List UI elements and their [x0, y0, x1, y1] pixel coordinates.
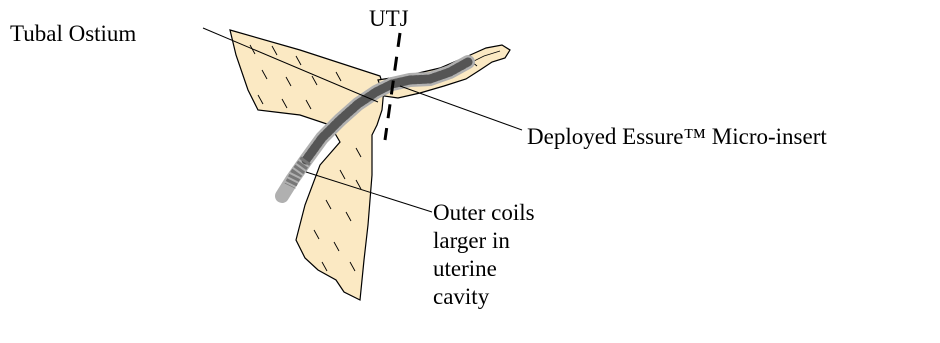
outer-coils-line-3: uterine	[433, 255, 535, 283]
tubal-ostium-label: Tubal Ostium	[10, 20, 136, 48]
utj-label: UTJ	[369, 5, 409, 33]
outer-coils-line-4: cavity	[433, 283, 535, 311]
outer-coils-line-1: Outer coils	[433, 199, 535, 227]
leader-deployed	[400, 86, 522, 130]
outer-coils-label: Outer coils larger in uterine cavity	[433, 199, 535, 311]
deployed-insert-label: Deployed Essure™ Micro-insert	[527, 123, 827, 151]
outer-coils-line-2: larger in	[433, 227, 535, 255]
